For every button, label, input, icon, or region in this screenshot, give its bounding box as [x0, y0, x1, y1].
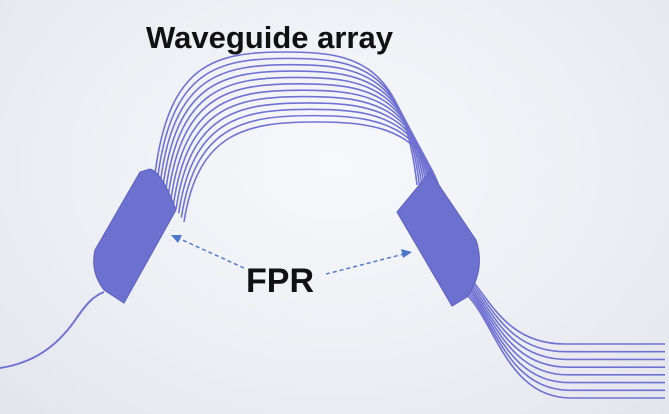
- arrayed-waveguide: [183, 121, 449, 224]
- output-waveguide: [466, 291, 665, 392]
- arrayed-waveguide: [180, 114, 446, 220]
- fpr-right-slab: [396, 171, 480, 307]
- fpr-label: FPR: [246, 262, 314, 300]
- input-waveguide: [0, 291, 105, 369]
- arrayed-waveguide: [177, 108, 444, 217]
- output-waveguide: [467, 295, 665, 399]
- diagram-title: Waveguide array: [146, 20, 393, 55]
- fpr-arrowhead-right: [401, 249, 412, 258]
- fpr-left-slab: [93, 168, 177, 304]
- fpr-arrow-right: [325, 253, 405, 275]
- output-waveguide: [463, 275, 665, 361]
- output-waveguide: [465, 287, 665, 384]
- arrayed-waveguide: [170, 89, 435, 206]
- arrayed-waveguide: [167, 83, 432, 203]
- output-waveguide: [463, 279, 665, 368]
- output-waveguide: [462, 271, 665, 353]
- waveguide-array: [154, 51, 449, 224]
- arrayed-waveguide: [172, 95, 438, 210]
- fpr-arrow-left: [177, 237, 245, 269]
- output-waveguide: [464, 283, 665, 376]
- output-waveguides: [461, 267, 665, 399]
- fpr-arrowhead-left: [171, 235, 182, 243]
- arrayed-waveguide: [175, 102, 441, 213]
